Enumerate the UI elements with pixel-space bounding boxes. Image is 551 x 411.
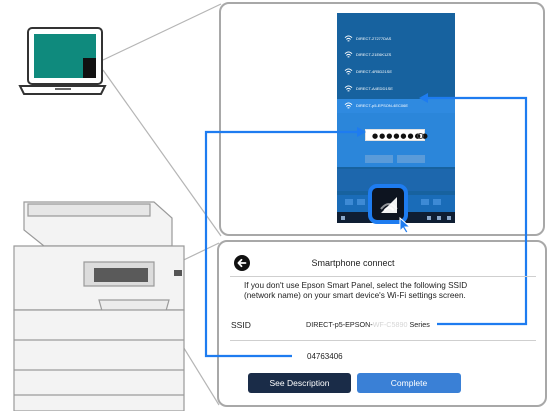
quick-action-tile[interactable] bbox=[421, 199, 429, 205]
flyout-next-button[interactable] bbox=[365, 155, 393, 163]
network-item[interactable]: DIRECT-21E6K1ZS bbox=[337, 48, 455, 62]
ssid-prefix: DIRECT-p5-EPSON- bbox=[306, 320, 373, 329]
flyout-cancel-button[interactable] bbox=[397, 155, 425, 163]
network-item-label: DIRECT-A4EDD1SE bbox=[356, 86, 393, 91]
wifi-icon bbox=[380, 197, 398, 213]
wifi-icon bbox=[344, 85, 353, 92]
wifi-icon bbox=[344, 68, 353, 75]
taskbar-icon[interactable] bbox=[341, 216, 345, 220]
network-item-label: DIRECT-27277DAS bbox=[356, 36, 392, 41]
flyout-footer bbox=[337, 169, 455, 191]
complete-button[interactable]: Complete bbox=[357, 373, 461, 393]
cursor-arrow-icon bbox=[399, 216, 412, 234]
panel-instructions: If you don't use Epson Smart Panel, sele… bbox=[244, 281, 468, 300]
network-item-selected[interactable]: DIRECT-p5-EPSON-4EC06E bbox=[337, 99, 455, 113]
network-password-field[interactable]: ●●●●●●●● bbox=[365, 129, 428, 141]
taskbar-icon[interactable] bbox=[427, 216, 431, 220]
wifi-icon bbox=[344, 102, 353, 109]
wifi-taskbar-highlight[interactable] bbox=[368, 184, 408, 224]
quick-action-tile[interactable] bbox=[357, 199, 365, 205]
network-item[interactable]: DIRECT-A4EDD1SE bbox=[337, 82, 455, 96]
panel-title: Smartphone connect bbox=[311, 258, 395, 268]
laptop-icon bbox=[18, 27, 107, 95]
see-description-button[interactable]: See Description bbox=[248, 373, 351, 393]
printer-illustration bbox=[13, 201, 185, 411]
network-item-label: DIRECT-4R5D21SE bbox=[356, 69, 393, 74]
divider bbox=[230, 276, 536, 277]
wifi-icon bbox=[344, 35, 353, 42]
divider bbox=[230, 340, 536, 341]
password-reveal-icon[interactable] bbox=[417, 133, 424, 139]
taskbar-icon[interactable] bbox=[447, 216, 451, 220]
network-item[interactable]: DIRECT-27277DAS bbox=[337, 32, 455, 46]
back-button[interactable] bbox=[234, 255, 250, 271]
taskbar-icon[interactable] bbox=[437, 216, 441, 220]
network-item-label: DIRECT-p5-EPSON-4EC06E bbox=[356, 103, 409, 108]
ssid-label: SSID bbox=[231, 320, 251, 330]
back-arrow-icon bbox=[237, 258, 247, 268]
quick-action-tile[interactable] bbox=[345, 199, 353, 205]
quick-action-tile[interactable] bbox=[433, 199, 441, 205]
ssid-value: DIRECT-p5-EPSON-WF-C5890 Series bbox=[306, 320, 430, 329]
ssid-model: WF-C5890 bbox=[372, 320, 408, 329]
ssid-suffix: Series bbox=[407, 320, 430, 329]
wifi-icon bbox=[344, 51, 353, 58]
network-item-label: DIRECT-21E6K1ZS bbox=[356, 52, 392, 57]
password-value: 04763406 bbox=[307, 352, 343, 361]
network-item[interactable]: DIRECT-4R5D21SE bbox=[337, 65, 455, 79]
